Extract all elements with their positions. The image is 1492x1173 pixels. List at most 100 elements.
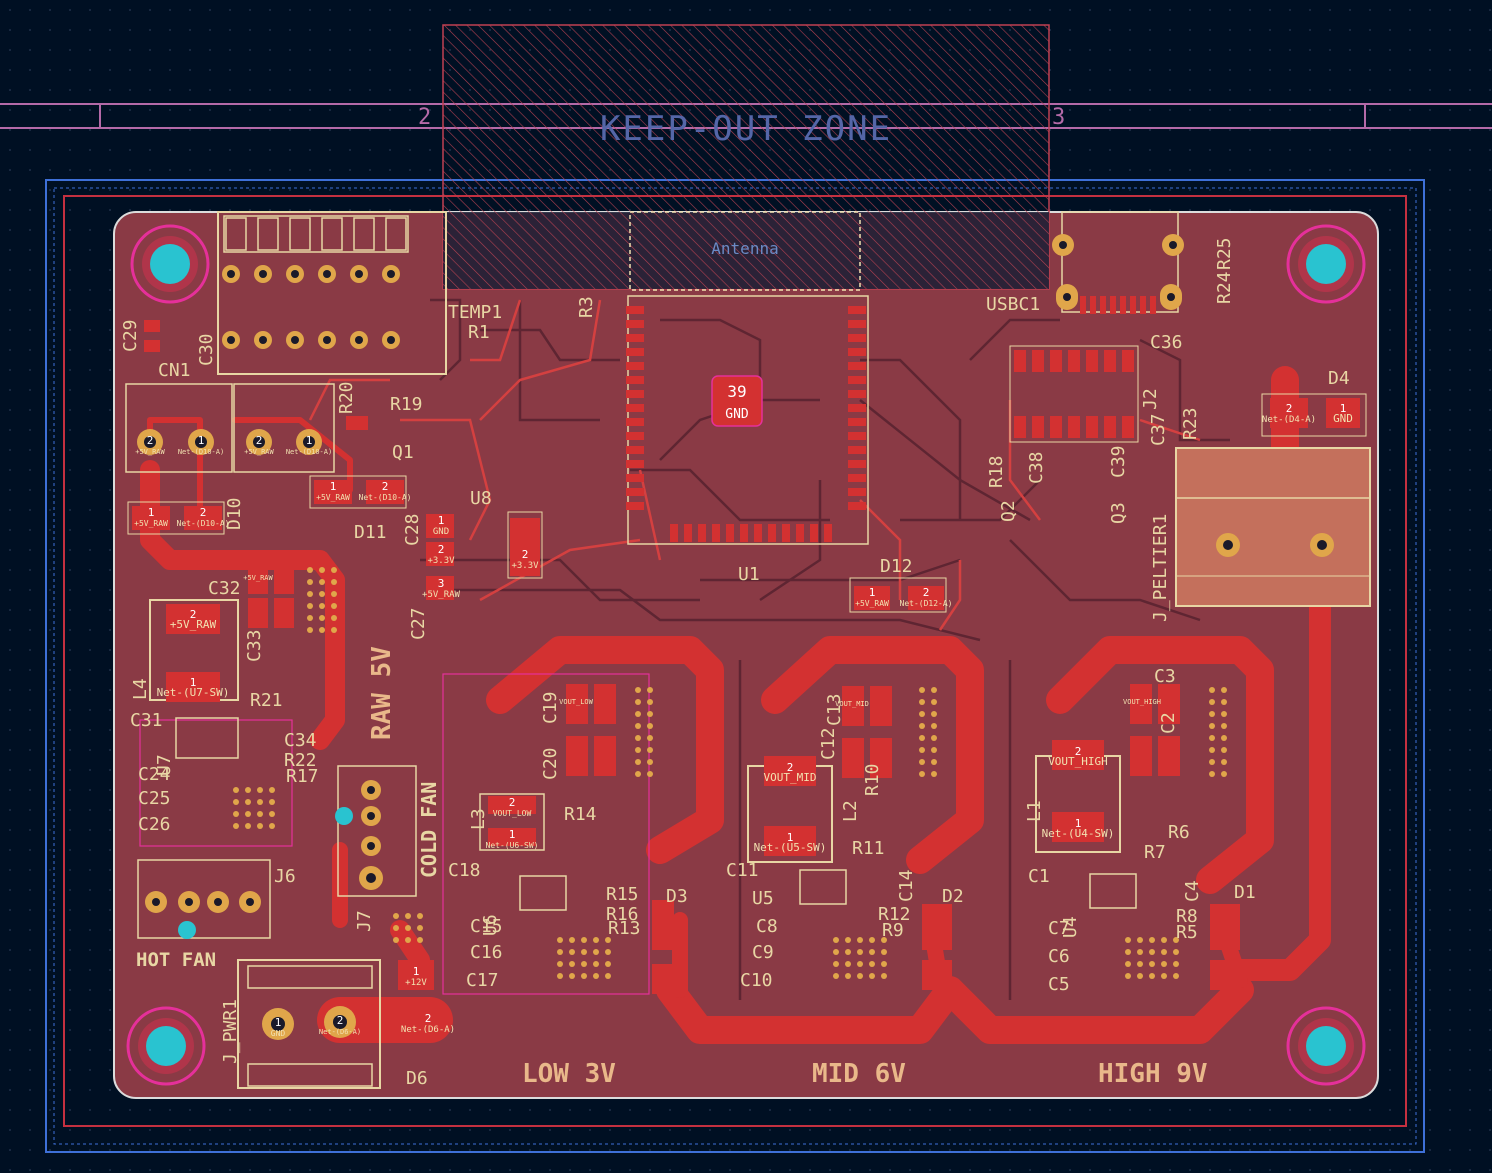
pad-net-l4-1: Net-(U7-SW): [157, 686, 230, 699]
refdes-c31: C31: [130, 710, 163, 731]
pad-number-d12-1: 1: [869, 586, 876, 599]
pad-number-l1-1: 1: [1075, 817, 1082, 830]
keepout-label: KEEP-OUT ZONE: [600, 109, 892, 149]
converter-regions: [139, 673, 650, 995]
refdes-c7: C7: [1048, 918, 1070, 939]
high-9v-label: HIGH 9V: [1098, 1059, 1208, 1089]
mid-6v-label: MID 6V: [812, 1059, 906, 1089]
low-3v-label: LOW 3V: [522, 1059, 616, 1089]
refdes-d11: D11: [354, 522, 387, 543]
refdes-j-peltier1: J_PELTIER1: [1150, 514, 1171, 622]
refdes-j7: J7: [354, 910, 375, 932]
refdes-u8: U8: [470, 488, 492, 509]
keepout-zone: KEEP-OUT ZONE Antenna: [442, 24, 1050, 291]
refdes-r16: R16: [606, 904, 639, 925]
pad-net-d4-2: Net-(D4-A): [1262, 415, 1316, 425]
refdes-l4: L4: [130, 678, 151, 700]
refdes-d4: D4: [1328, 368, 1350, 389]
pad-net-l1-2: VOUT_HIGH: [1048, 755, 1108, 768]
refdes-r1: R1: [468, 322, 490, 343]
refdes-c4: C4: [1182, 880, 1203, 902]
refdes-c17: C17: [466, 970, 499, 991]
inductor-l1: [1035, 740, 1121, 853]
pad-net-d11-p2: +5V_RAW: [244, 448, 274, 456]
refdes-c27: C27: [408, 607, 429, 640]
pad-net-c32-net: +5V_RAW: [243, 574, 273, 582]
refdes-c10: C10: [740, 970, 773, 991]
pad-net-d10-p1: Net-(D10-A): [178, 448, 224, 456]
refdes-usbc1: USBC1: [986, 294, 1040, 315]
smd-pads: [132, 320, 1360, 994]
j-pwr1-connector: [237, 959, 381, 1089]
refdes-r20: R20: [336, 381, 357, 414]
refdes-r25: R25: [1214, 237, 1235, 270]
pad-net-d4-1: GND: [1333, 412, 1353, 425]
refdes-j6: J6: [274, 866, 296, 887]
pad-net-d6-2: Net-(D6-A): [401, 1025, 455, 1035]
antenna-outline: [629, 211, 861, 291]
pad-net-d6-1: +12V: [405, 978, 427, 988]
refdes-c33: C33: [244, 629, 265, 662]
refdes-l1: L1: [1024, 800, 1045, 822]
inductor-l4: [149, 599, 239, 702]
refdes-d12: D12: [880, 556, 913, 577]
refdes-u5: U5: [752, 888, 774, 909]
pad-net-l4-2: +5V_RAW: [170, 618, 217, 631]
refdes-c25: C25: [138, 788, 171, 809]
mounting-hole-bottom-left: [126, 1006, 206, 1086]
inductor-l2: [747, 756, 833, 863]
pad-net-d11-p1: Net-(D10-A): [286, 448, 332, 456]
via-grid: [233, 567, 1227, 979]
refdes-c5: C5: [1048, 974, 1070, 995]
refdes-c39: C39: [1108, 445, 1129, 478]
refdes-q2: Q2: [998, 500, 1019, 522]
pad-number-d6-2: 2: [425, 1012, 432, 1025]
refdes-r3: R3: [576, 296, 597, 318]
refdes-r13: R13: [608, 918, 641, 939]
pad-number-d11-p2: 2: [256, 434, 263, 447]
refdes-r17: R17: [286, 766, 319, 787]
refdes-d10: D10: [224, 497, 245, 530]
cold-fan-label: COLD FAN: [417, 782, 441, 878]
refdes-c32: C32: [208, 578, 241, 599]
pad-number-d10-p1: 1: [198, 434, 205, 447]
refdes-d2: D2: [942, 886, 964, 907]
refdes-c9: C9: [752, 942, 774, 963]
pad-net-d11-b1: +5V_RAW: [316, 493, 350, 502]
refdes-r15: R15: [606, 884, 639, 905]
sheet-column-left: 2: [418, 105, 431, 130]
refdes-r10: R10: [862, 763, 883, 796]
temp1-connector: [217, 211, 447, 375]
refdes-u6: U6: [480, 914, 501, 936]
refdes-temp1: TEMP1: [448, 302, 502, 323]
pad-net-l3-2: VOUT_LOW: [493, 809, 532, 818]
mounting-hole-top-right: [1286, 224, 1366, 304]
refdes-c34: C34: [284, 730, 317, 751]
refdes-r14: R14: [564, 804, 597, 825]
refdes-d3: D3: [666, 886, 688, 907]
pad-net-d10-b1: +5V_RAW: [134, 519, 168, 528]
refdes-u4: U4: [1060, 916, 1081, 938]
refdes-c29: C29: [120, 319, 141, 352]
pad-number-l4-2: 2: [190, 608, 197, 621]
pad-number-l1-2: 2: [1075, 745, 1082, 758]
pad-net-u8-tab: +3.3V: [511, 561, 539, 571]
cold-fan-connector: [335, 765, 417, 897]
sheet-column-right: 3: [1052, 105, 1065, 130]
j2-header: [1009, 345, 1139, 443]
j-peltier-connector: [1175, 447, 1371, 607]
pad-net-l3-1: Net-(U6-SW): [486, 841, 539, 850]
pad-number-d6-1: 1: [413, 965, 420, 978]
pad-number-pwr-1: 1: [275, 1016, 282, 1029]
pad-number-l2-1: 1: [787, 831, 794, 844]
usbc1-connector: [1052, 211, 1184, 314]
pad-net-d12-2: Net-(D12-A): [900, 599, 953, 608]
refdes-c12: C12: [818, 727, 839, 760]
refdes-c3: C3: [1154, 666, 1176, 687]
refdes-l2: L2: [840, 800, 861, 822]
refdes-j2: J2: [1140, 388, 1161, 410]
buck-ics: [175, 717, 1137, 911]
pad-net-c19-net: VOUT_LOW: [559, 698, 594, 706]
